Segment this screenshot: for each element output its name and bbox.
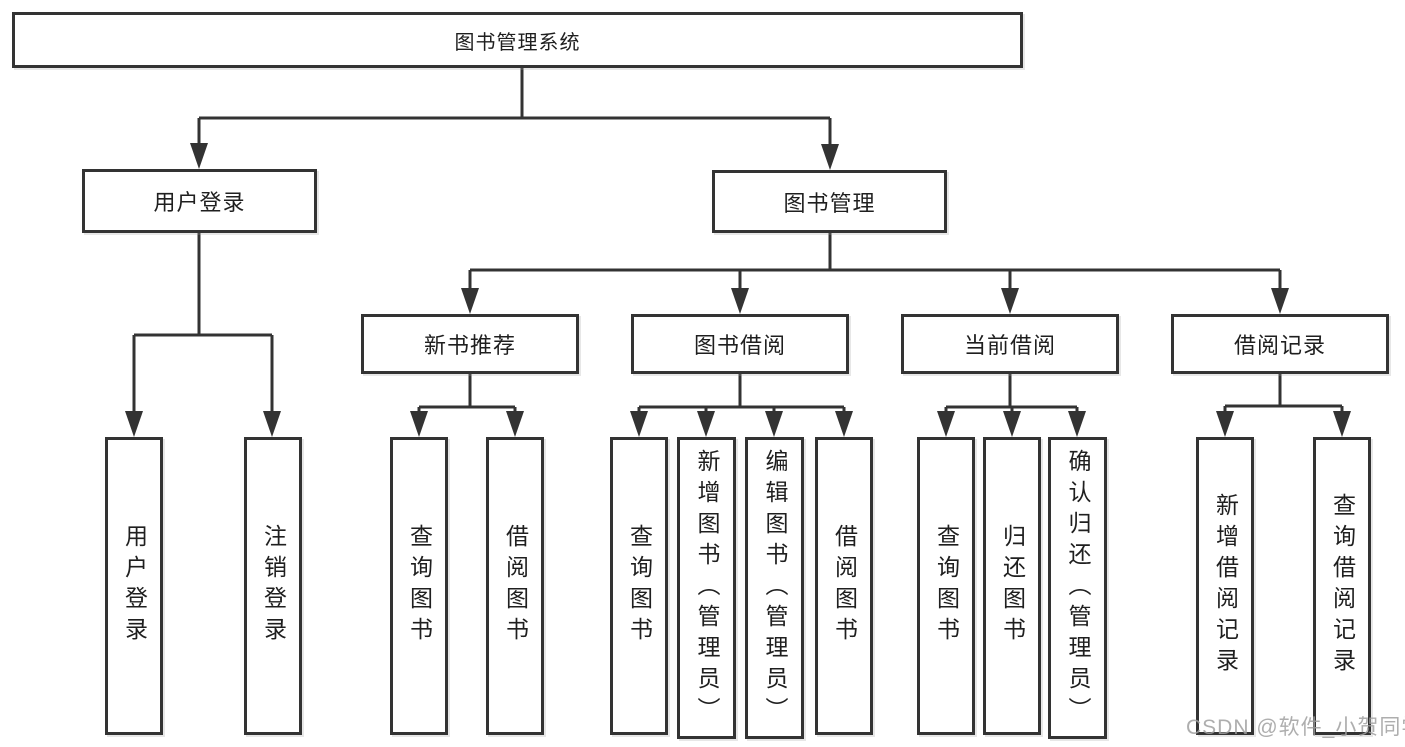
leaf-edit-book-admin: 编辑图书（管理员） (745, 437, 804, 739)
node-book-management-label: 图书管理 (783, 190, 876, 216)
leaf-borrow-books-borrow: 借阅图书 (815, 437, 873, 735)
node-user-login: 用户登录 (82, 169, 317, 233)
leaf-confirm-return-admin: 确认归还（管理员） (1048, 437, 1107, 739)
leaf-add-borrow-record: 新增借阅记录 (1196, 437, 1254, 735)
leaf-user-login: 用户登录 (105, 437, 163, 735)
node-root-label: 图书管理系统 (454, 31, 581, 54)
node-book-borrowing: 图书借阅 (631, 314, 849, 374)
node-book-borrowing-label: 图书借阅 (693, 333, 786, 358)
leaf-logout: 注销登录 (244, 437, 302, 735)
leaf-query-borrow-record: 查询借阅记录 (1313, 437, 1371, 735)
watermark: CSDN @软件_小贺同学 (1186, 716, 1405, 739)
leaf-query-books-recommend: 查询图书 (390, 437, 448, 735)
leaf-borrow-books-recommend: 借阅图书 (486, 437, 544, 735)
arrowheads (125, 143, 1351, 437)
leaf-query-books-current: 查询图书 (917, 437, 975, 735)
node-book-management: 图书管理 (712, 170, 947, 233)
node-borrowing-records: 借阅记录 (1171, 314, 1389, 374)
leaf-add-book-admin: 新增图书（管理员） (677, 437, 736, 739)
node-current-borrowing: 当前借阅 (901, 314, 1119, 374)
node-new-book-recommend-label: 新书推荐 (423, 333, 516, 358)
node-user-login-label: 用户登录 (153, 190, 246, 215)
leaf-query-books-borrow: 查询图书 (610, 437, 668, 735)
node-new-book-recommend: 新书推荐 (361, 314, 579, 374)
leaf-return-book: 归还图书 (983, 437, 1041, 735)
node-borrowing-records-label: 借阅记录 (1233, 333, 1326, 358)
node-root: 图书管理系统 (12, 12, 1023, 68)
node-current-borrowing-label: 当前借阅 (963, 333, 1056, 358)
